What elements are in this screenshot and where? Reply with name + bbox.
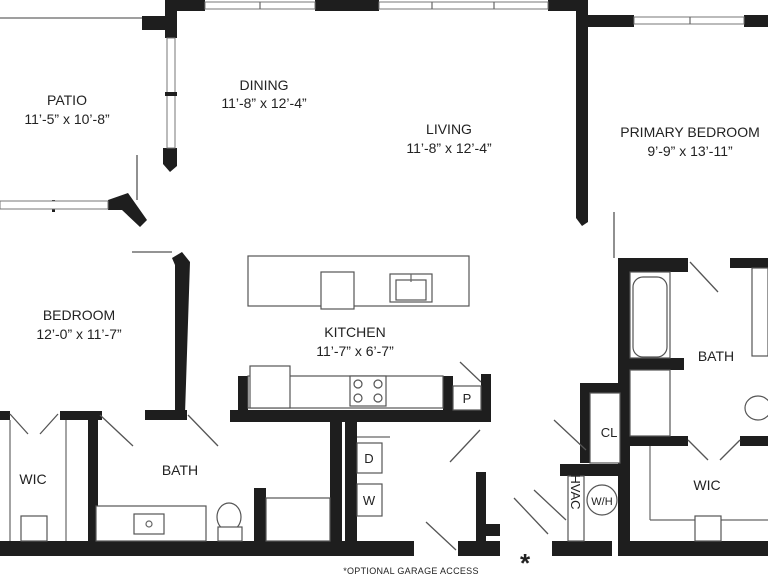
living-dims: 11’-8” x 12’-4” <box>406 140 492 156</box>
hvac-label: HVAC <box>568 474 583 509</box>
kitchen-dims: 11’-7” x 6’-7” <box>316 343 394 359</box>
dining-label: DINING <box>240 77 289 93</box>
closet-label: CL <box>601 425 618 440</box>
living-label: LIVING <box>426 121 472 137</box>
bath-right-label: BATH <box>698 348 734 364</box>
room-labels: PATIO 11’-5” x 10’-8” DINING 11’-8” x 12… <box>19 77 759 576</box>
bath-left-label: BATH <box>162 462 198 478</box>
pantry-label: P <box>463 391 472 406</box>
washer-label: W <box>363 493 376 508</box>
garage-asterisk: * <box>520 548 531 576</box>
bedroom-dims: 12’-0” x 11’-7” <box>36 326 122 342</box>
walls <box>0 0 768 556</box>
primary-bedroom-dims: 9’-9” x 13’-11” <box>647 143 733 159</box>
doors <box>9 155 741 551</box>
dryer-label: D <box>364 451 373 466</box>
dining-dims: 11’-8” x 12’-4” <box>221 95 307 111</box>
wic-left-label: WIC <box>19 471 46 487</box>
garage-access-note: *OPTIONAL GARAGE ACCESS <box>343 566 479 576</box>
patio-dims: 11’-5” x 10’-8” <box>24 111 110 127</box>
fixtures <box>9 255 768 542</box>
patio-label: PATIO <box>47 92 87 108</box>
wic-right-label: WIC <box>693 477 720 493</box>
water-heater-label: W/H <box>591 496 612 508</box>
bedroom-label: BEDROOM <box>43 307 115 323</box>
kitchen-label: KITCHEN <box>324 324 385 340</box>
primary-bedroom-label: PRIMARY BEDROOM <box>620 124 760 140</box>
windows <box>0 1 745 210</box>
